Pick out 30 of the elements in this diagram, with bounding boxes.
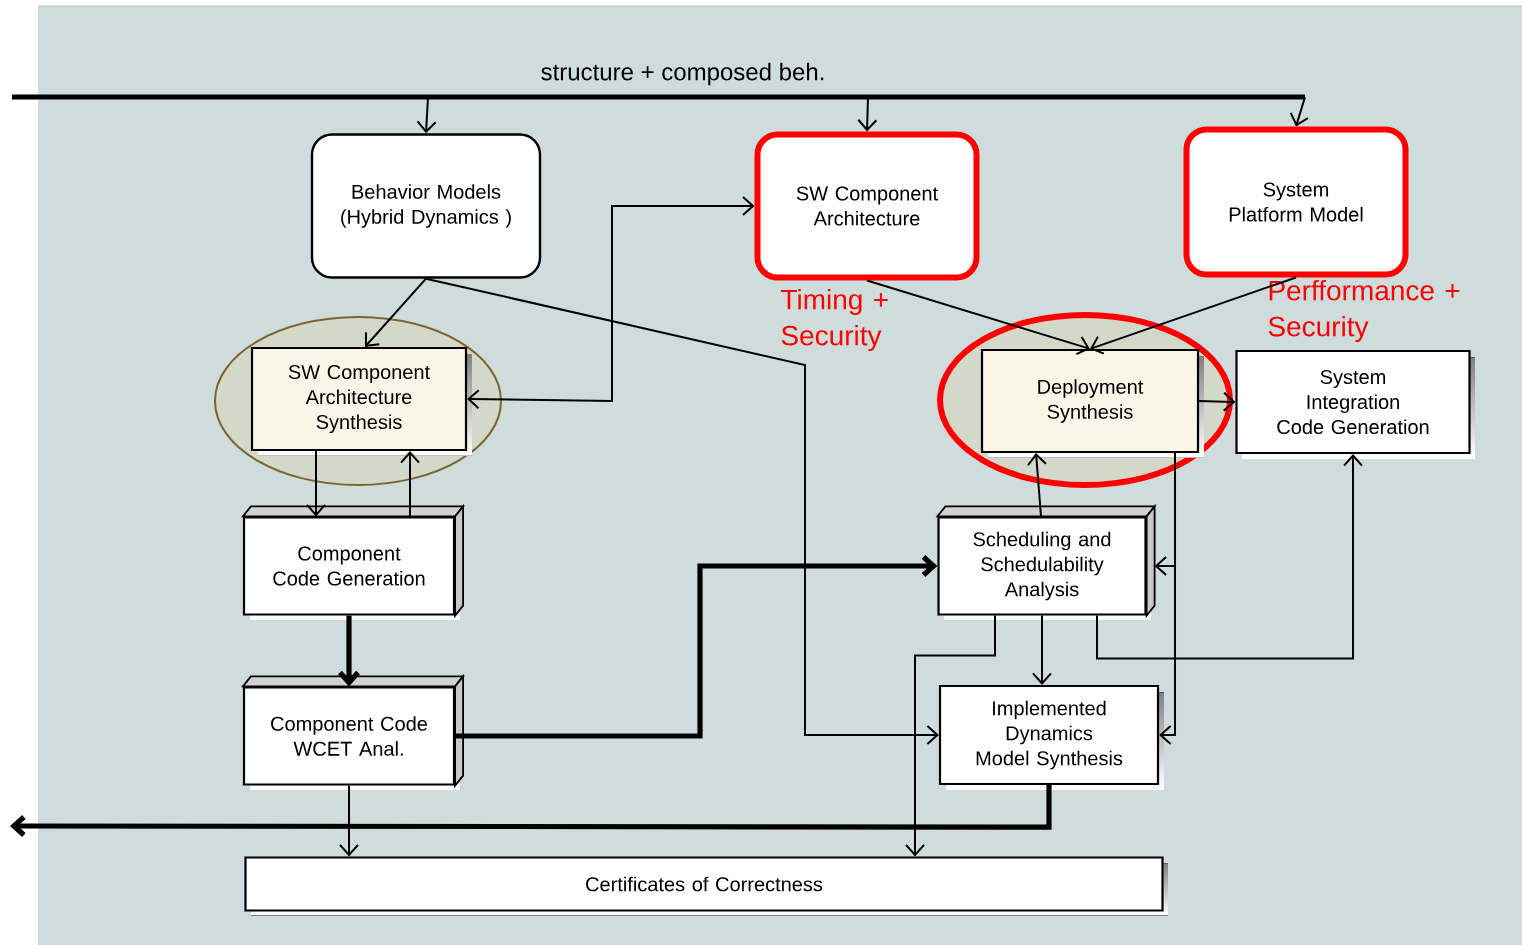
arrow	[1198, 391, 1236, 412]
arrow	[467, 196, 755, 410]
process-box: Implemented Dynamics Model Synthesis	[938, 684, 1164, 790]
process-box: System Integration Code Generation	[1235, 349, 1475, 459]
arrow	[1096, 454, 1363, 660]
arrow	[425, 277, 939, 745]
arrow	[857, 96, 878, 132]
arrow	[306, 450, 326, 517]
annotation-text: Perfformance + Security	[1268, 279, 1460, 342]
annotation-text: Timing + Security	[781, 288, 888, 352]
process-box: Certificates of Correctness	[244, 856, 1168, 916]
arrow	[1032, 614, 1052, 685]
arrow	[339, 784, 359, 857]
arrow	[905, 614, 996, 857]
arrow	[1159, 452, 1176, 745]
synthesis-box: SW Component Architecture Synthesis	[250, 346, 472, 456]
model-box: Behavior Models (Hybrid Dynamics )	[310, 133, 542, 279]
arrow	[1289, 96, 1309, 127]
arrow	[364, 277, 427, 347]
arrow	[455, 555, 938, 739]
arrow	[416, 96, 437, 134]
arrow	[400, 451, 420, 518]
arrow	[1090, 276, 1297, 355]
bus-label: structure + composed beh.	[541, 62, 824, 86]
highlighted-model-box: SW Component Architecture	[754, 131, 980, 281]
arrow	[10, 785, 1052, 837]
highlighted-model-box: System Platform Model	[1183, 126, 1409, 278]
synthesis-box: Deployment Synthesis	[980, 348, 1204, 458]
arrow	[338, 615, 360, 687]
arrow	[866, 279, 1090, 356]
